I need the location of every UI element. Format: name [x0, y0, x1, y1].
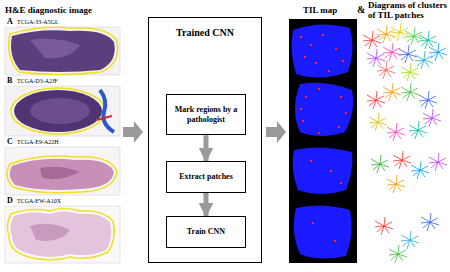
flow-arrow — [204, 193, 209, 216]
column-header: TIL map — [303, 6, 337, 16]
panel-letter: B — [6, 77, 13, 86]
node-text: Trained CNN — [149, 27, 261, 39]
cluster-diagrams — [363, 23, 447, 263]
flow-arrow — [123, 121, 143, 143]
process-box: Mark regions by a pathologist — [166, 94, 246, 135]
process-box: Train CNN — [166, 216, 246, 248]
column-header: Diagrams of clusters of TIL patches — [368, 1, 448, 21]
case-id: TCGA-EW-A10X — [16, 198, 62, 205]
node-text: Mark regions by a pathologist — [172, 105, 240, 124]
module-box: Trained CNN Mark regions by a pathologist… — [148, 17, 262, 263]
case-id: TCGA-D3-A2JF — [16, 78, 59, 85]
panel-letter: D — [6, 197, 14, 206]
node-text: Extract patches — [172, 172, 240, 182]
he-slides — [5, 27, 120, 263]
ampersand: & — [357, 4, 365, 15]
process-box: Extract patches — [166, 161, 246, 193]
column-header: H&E diagnostic image — [5, 6, 92, 16]
flow-arrow — [266, 121, 286, 143]
flow-arrow — [204, 135, 209, 161]
case-id: TCGA-33-A5GL — [16, 19, 60, 26]
case-id: TCGA-E9-A22H — [16, 139, 60, 146]
node-text: Train CNN — [172, 227, 240, 237]
til-maps — [289, 19, 357, 263]
panel-letter: C — [6, 138, 14, 147]
panel-letter: A — [6, 18, 14, 27]
